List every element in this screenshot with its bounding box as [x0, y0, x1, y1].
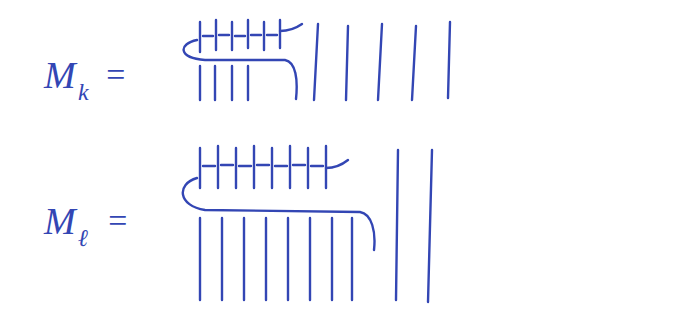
matrix-symbol: M — [44, 56, 76, 94]
subscript-index: ℓ — [78, 226, 88, 250]
strand — [200, 146, 326, 188]
equals-sign: = — [104, 58, 127, 92]
dash-link — [203, 35, 277, 36]
cup-curve — [183, 178, 375, 250]
cap-hook — [280, 24, 302, 31]
cap-hook — [326, 160, 348, 168]
ml-diagram — [183, 146, 432, 302]
strand — [396, 150, 432, 302]
cup-curve — [184, 40, 297, 99]
strand — [200, 218, 352, 300]
strand — [200, 20, 280, 52]
matrix-symbol: M — [44, 202, 76, 240]
mk-diagram — [184, 20, 450, 100]
dash-link — [203, 165, 323, 166]
strand — [200, 66, 248, 100]
equals-sign: = — [106, 204, 129, 238]
subscript-index: k — [78, 80, 89, 104]
strand — [314, 22, 450, 100]
